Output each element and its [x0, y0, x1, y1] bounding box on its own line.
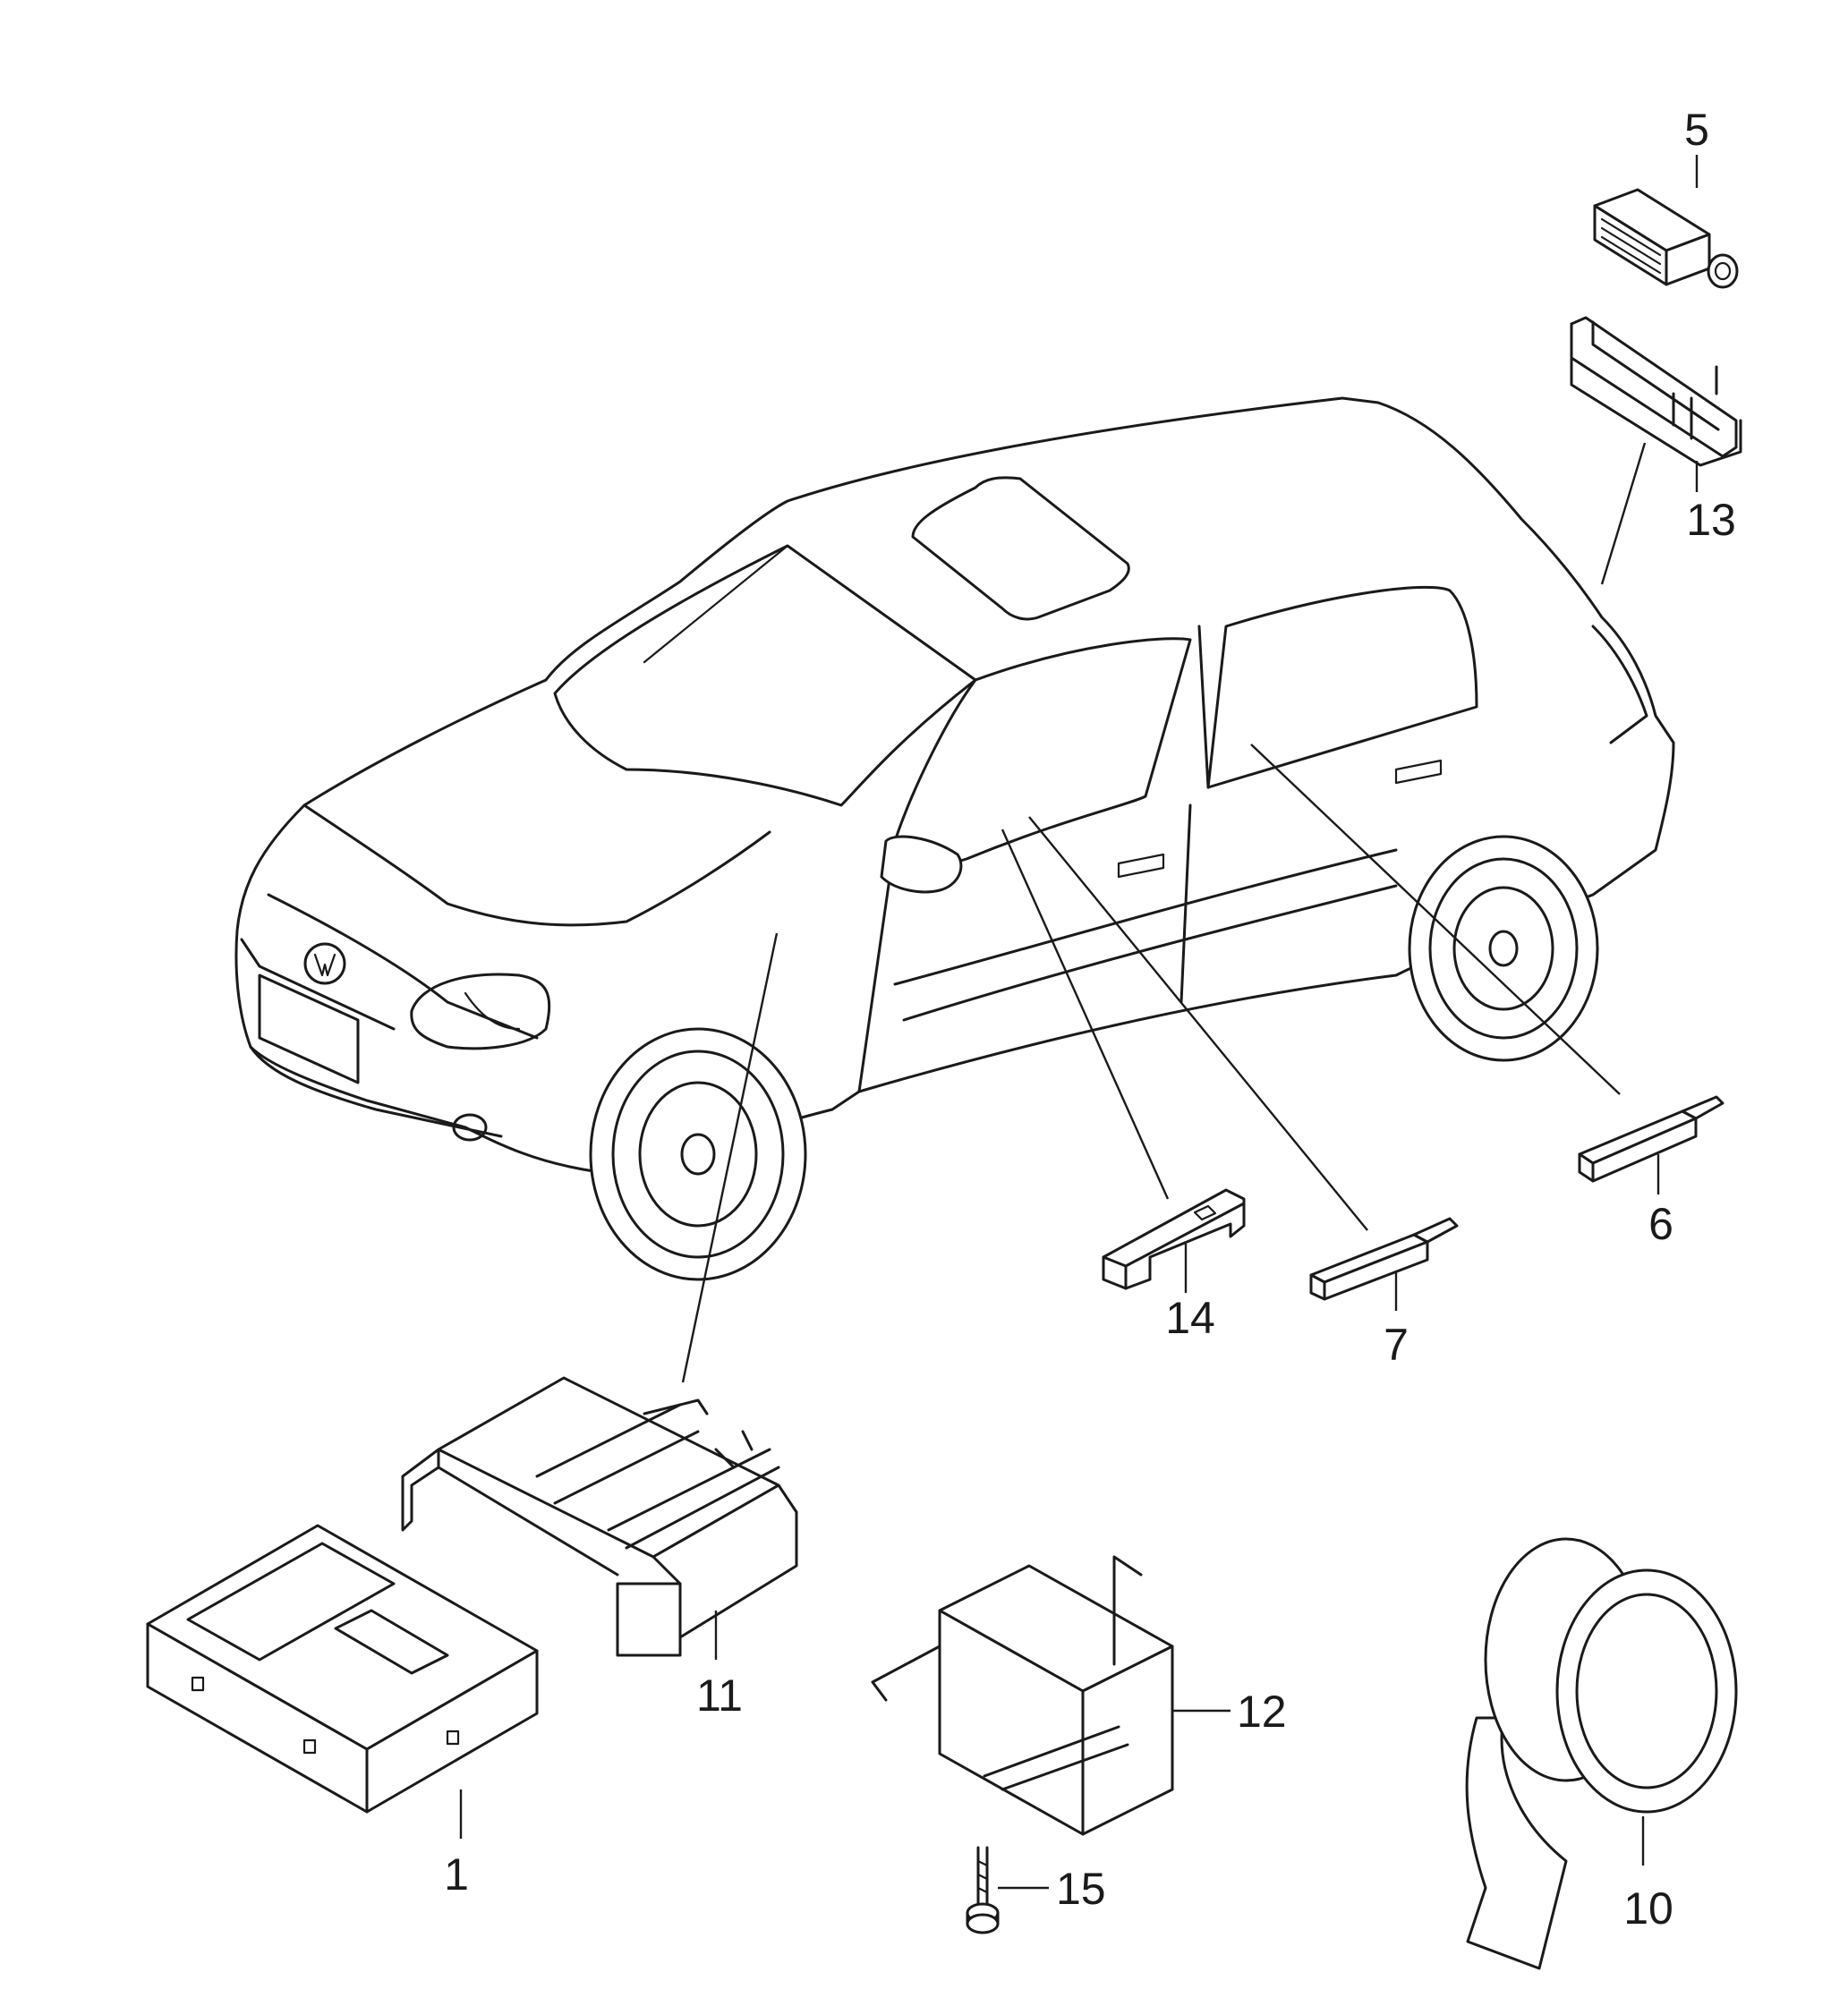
part-11-tray — [401, 1376, 798, 1657]
part-5-antenna-module — [1593, 188, 1739, 289]
callout-6: 6 — [1648, 1199, 1673, 1249]
callout-14: 14 — [1165, 1293, 1215, 1343]
part-10-tape-roll — [1465, 1537, 1738, 1970]
callout-labels: 5 13 6 7 14 11 1 12 15 10 — [444, 105, 1736, 1934]
callout-13: 13 — [1686, 495, 1736, 545]
callout-12: 12 — [1237, 1687, 1287, 1737]
part-1-control-unit — [146, 1524, 539, 1814]
part-15-screw — [966, 1846, 1000, 1934]
part-12-bracket — [871, 1555, 1174, 1836]
callout-1: 1 — [444, 1849, 469, 1900]
callout-11: 11 — [696, 1670, 743, 1721]
callout-10: 10 — [1623, 1883, 1673, 1934]
callout-5: 5 — [1684, 105, 1709, 155]
car-illustration — [234, 396, 1675, 1281]
callout-15: 15 — [1056, 1864, 1106, 1914]
leader-lines — [459, 155, 1699, 1890]
part-7-module — [1309, 1217, 1459, 1301]
part-14-holder — [1102, 1188, 1246, 1290]
part-6-module — [1578, 1095, 1725, 1183]
part-13-bracket — [1570, 316, 1742, 467]
rear-wheel — [1408, 835, 1599, 1062]
front-wheel — [589, 1027, 807, 1281]
callout-7: 7 — [1384, 1320, 1409, 1370]
